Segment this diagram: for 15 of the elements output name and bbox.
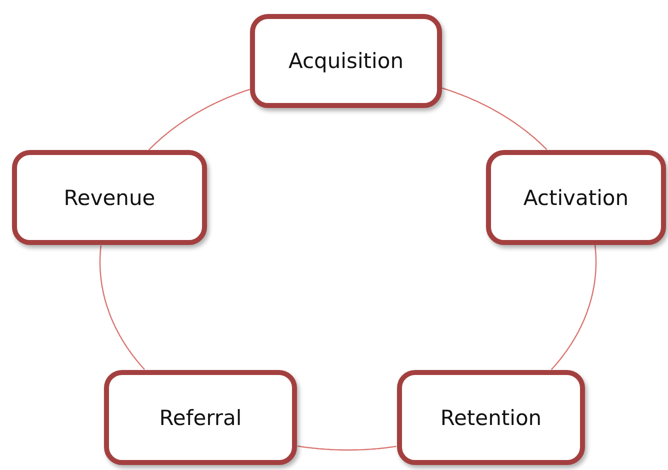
stage-box (250, 14, 442, 108)
connector-arc (550, 245, 597, 370)
connector-arc (99, 245, 145, 370)
stage-label: Referral (159, 406, 242, 430)
stage-label: Activation (523, 186, 629, 210)
connector-arc (442, 88, 548, 150)
stage-label: Revenue (64, 186, 156, 210)
stage-label: Acquisition (288, 49, 404, 73)
stage-box (397, 370, 585, 465)
connector-arc (148, 88, 250, 150)
stage-label: Retention (440, 406, 542, 430)
stage-box (12, 150, 207, 245)
stage-box (104, 370, 297, 465)
stage-box (486, 150, 666, 245)
connector-arc (298, 446, 396, 451)
